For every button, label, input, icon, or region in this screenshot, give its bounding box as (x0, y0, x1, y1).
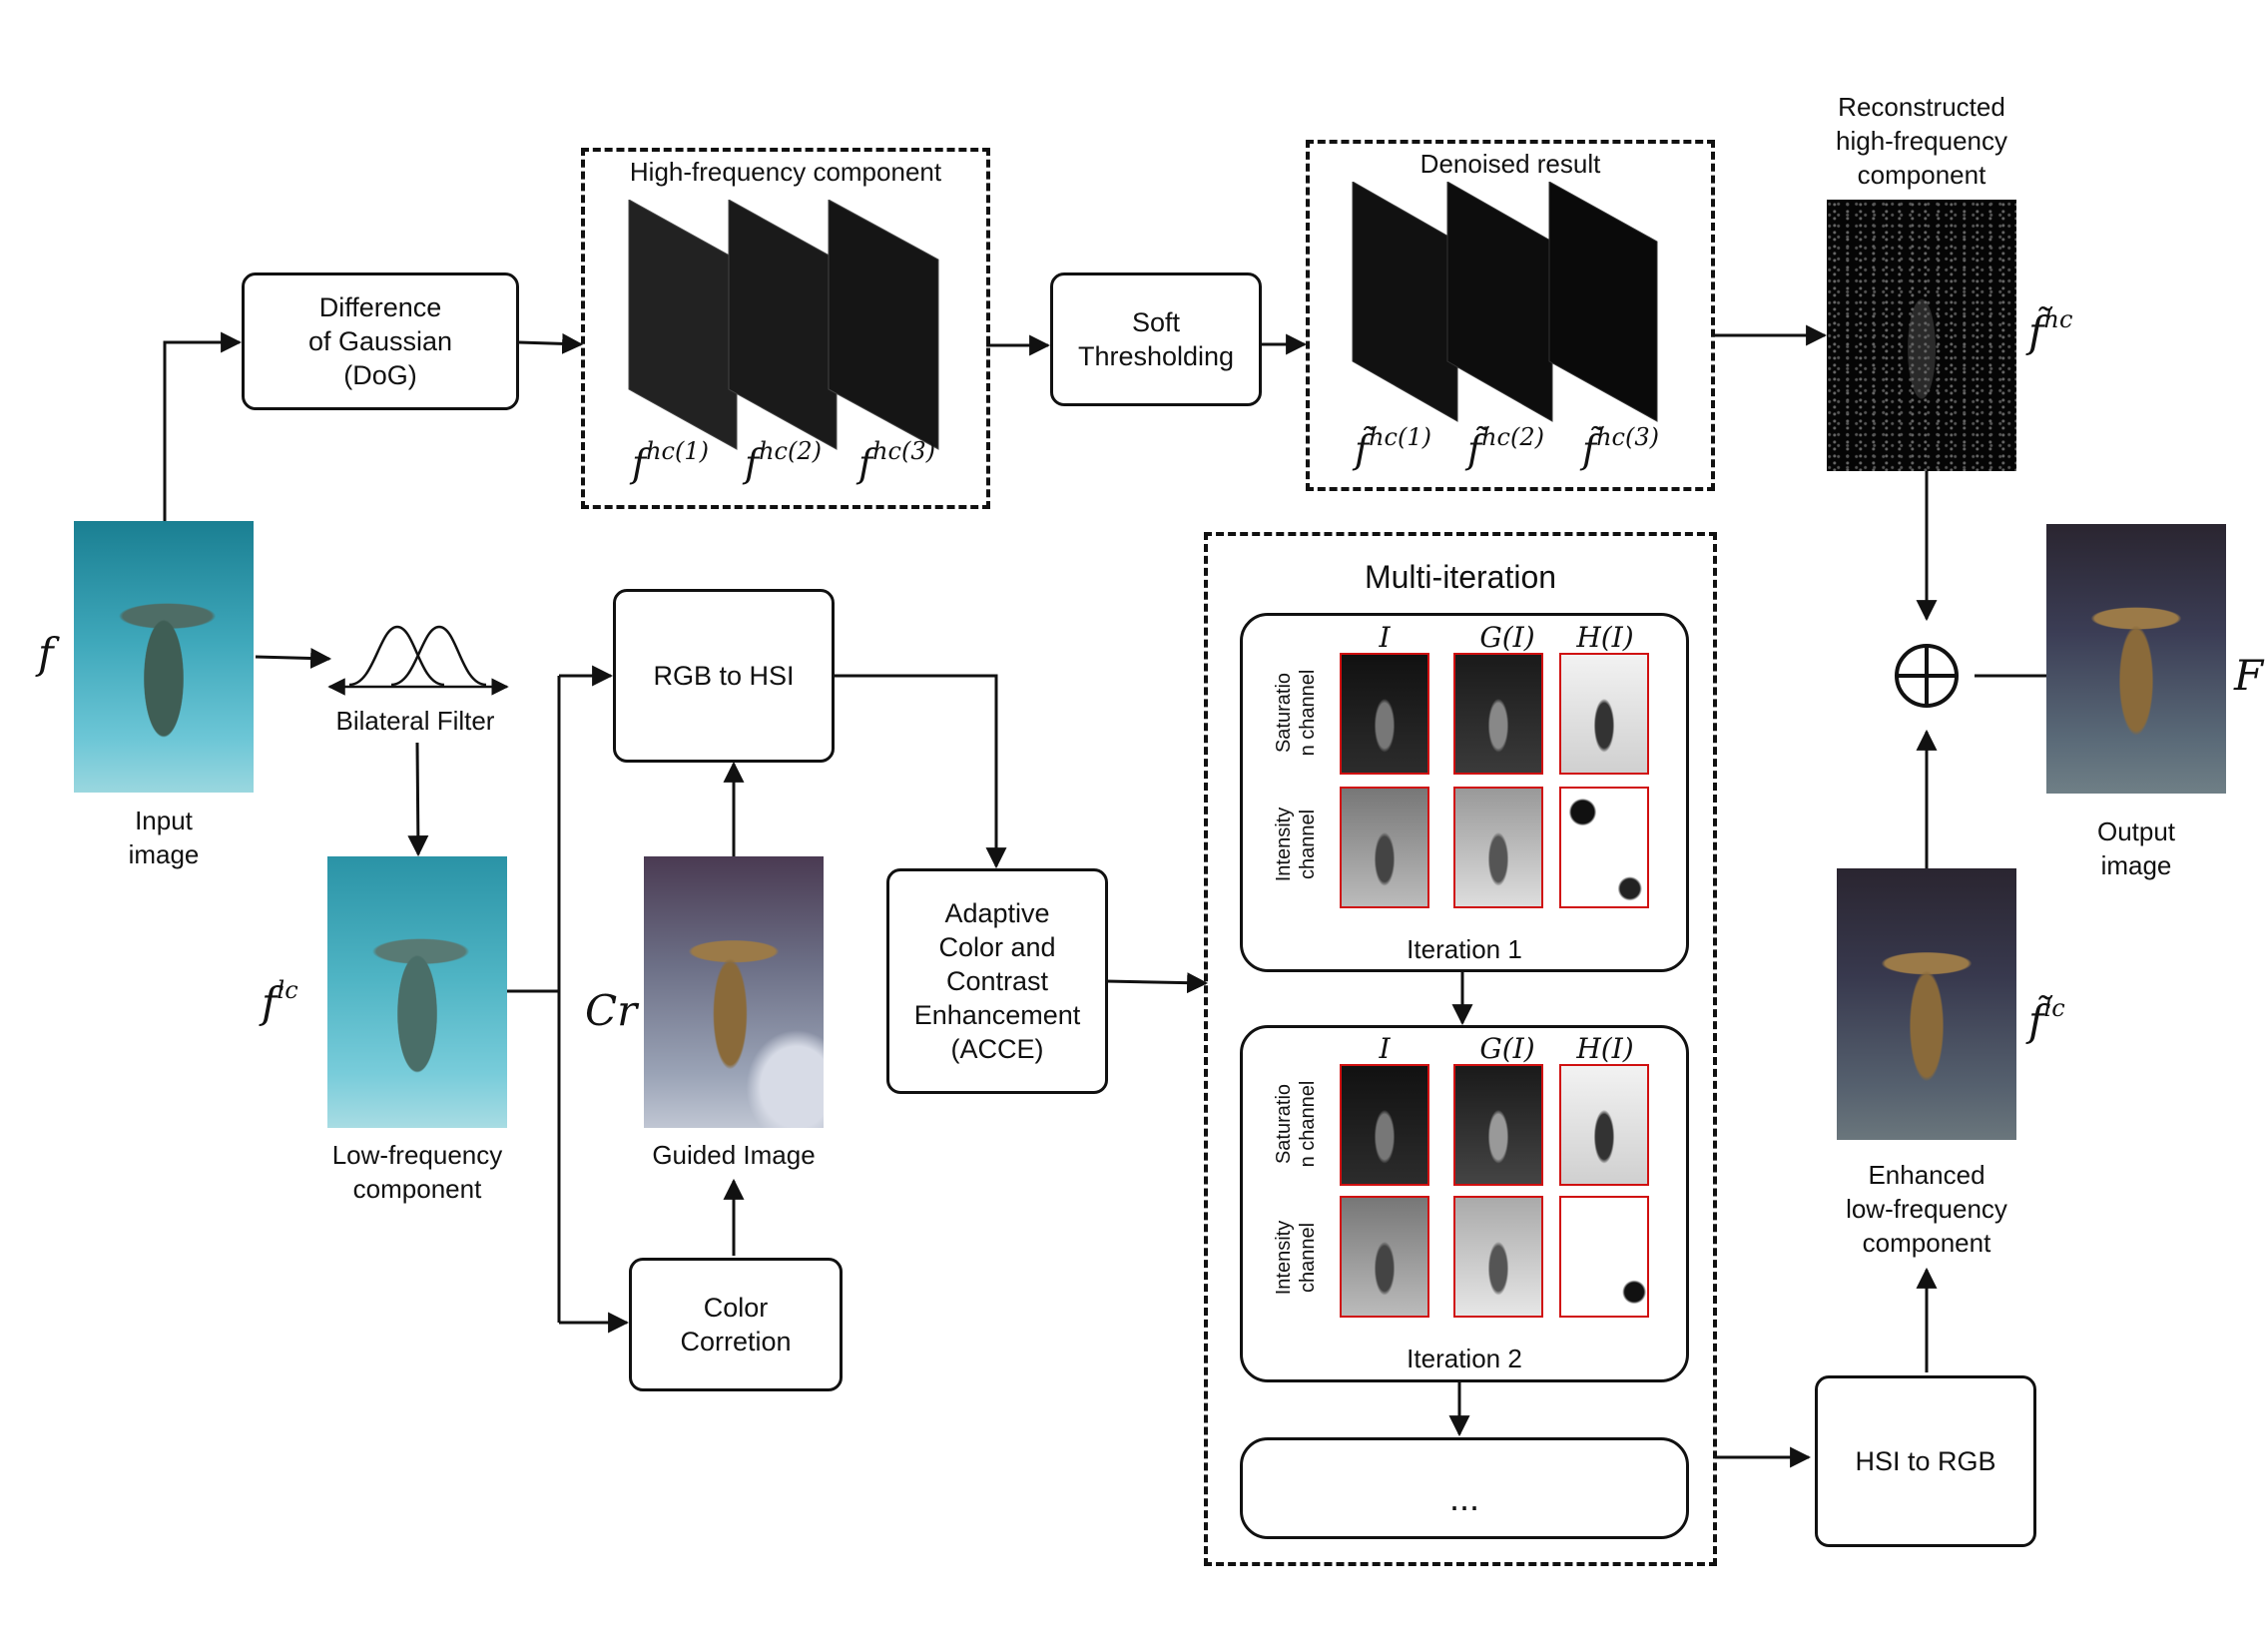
math-tfhc: f̃hc (2028, 305, 2073, 356)
math-tfhc3: f̃hc(3) (1582, 423, 1659, 472)
math-f: f (38, 629, 54, 678)
further-iterations-ellipsis: ... (1448, 1477, 1479, 1518)
col-label-I-2: I (1379, 1032, 1391, 1065)
intensity-channel-label-2: Intensity channel (1273, 1220, 1319, 1296)
rgb-to-hsi-box: RGB to HSI (613, 589, 835, 763)
high-frequency-group (581, 148, 990, 509)
iter1-int-G (1453, 787, 1543, 908)
math-tflc: f̃lc (2028, 994, 2065, 1045)
input-image (74, 521, 254, 793)
bilateral-filter-label: Bilateral Filter (335, 706, 495, 736)
math-fhc2: fhc(2) (745, 437, 822, 486)
enhanced-lowfreq-image (1837, 868, 2016, 1140)
iter1-sat-I (1340, 653, 1429, 775)
iter1-sat-G (1453, 653, 1543, 775)
input-image-label: Input image (128, 806, 200, 869)
high-frequency-title: High-frequency component (629, 157, 942, 187)
reconstructed-highfreq-image (1827, 200, 2016, 471)
iter2-sat-G (1453, 1064, 1543, 1186)
soft-thresholding-box: Soft Thresholding (1050, 272, 1262, 406)
hsi-to-rgb-box: HSI to RGB (1815, 1375, 2036, 1547)
arrow-bilateral-to-lowfreq (407, 742, 429, 857)
col-label-G-1: G(I) (1479, 621, 1535, 654)
math-fhc3: fhc(3) (858, 437, 935, 486)
arrow-input-to-bilateral (255, 647, 332, 669)
low-frequency-image (327, 856, 507, 1128)
iteration-2-panel (1240, 1025, 1689, 1382)
iter1-sat-H (1559, 653, 1649, 775)
enhanced-label: Enhanced low-frequency component (1846, 1160, 2007, 1258)
guided-image (644, 856, 824, 1128)
math-tfhc1: f̃hc(1) (1355, 423, 1431, 472)
output-image (2046, 524, 2226, 794)
saturation-channel-label-2: Saturatio n channel (1273, 1080, 1319, 1168)
low-frequency-label: Low-frequency component (331, 1140, 503, 1204)
arrow-acce-to-multiiter (1105, 972, 1209, 994)
further-iterations-panel (1240, 1437, 1689, 1539)
acce-box: Adaptive Color and Contrast Enhancement … (886, 868, 1108, 1094)
iteration-2-label: Iteration 2 (1407, 1344, 1522, 1373)
math-flc: flc (262, 976, 298, 1027)
iteration-1-panel (1240, 613, 1689, 972)
math-fhc1: fhc(1) (632, 437, 709, 486)
iter1-int-I (1340, 787, 1429, 908)
saturation-channel-label-1: Saturatio n channel (1273, 669, 1319, 757)
col-label-H-1: H(I) (1576, 621, 1634, 654)
dog-box: Difference of Gaussian (DoG) (242, 272, 519, 410)
circle-plus-icon (1895, 644, 1959, 708)
arrow-input-to-dog (163, 331, 243, 521)
output-image-label: Output image (2096, 816, 2176, 880)
iter1-int-H (1559, 787, 1649, 908)
iter2-sat-H (1559, 1064, 1649, 1186)
arrow-dog-to-highfreq (518, 332, 584, 354)
math-Cr: Cr (585, 986, 638, 1035)
intensity-channel-label-1: Intensity channel (1273, 807, 1319, 882)
col-label-G-2: G(I) (1479, 1032, 1535, 1065)
math-tfhc2: f̃hc(2) (1467, 423, 1544, 472)
iter2-sat-I (1340, 1064, 1429, 1186)
multi-iteration-group (1204, 532, 1717, 1566)
iteration-1-label: Iteration 1 (1407, 934, 1522, 964)
denoised-stack (1352, 182, 1658, 422)
col-label-H-2: H(I) (1576, 1032, 1634, 1065)
iter2-int-H (1559, 1196, 1649, 1318)
iter2-int-I (1340, 1196, 1429, 1318)
iter2-int-G (1453, 1196, 1543, 1318)
denoised-group (1306, 140, 1715, 491)
bilateral-filter-icon (327, 625, 509, 696)
multi-iteration-title: Multi-iteration (1364, 559, 1557, 595)
high-frequency-stack (628, 200, 939, 450)
denoised-title: Denoised result (1419, 149, 1601, 179)
reconstructed-label: Reconstructed high-frequency component (1836, 92, 2007, 190)
color-correction-box: Color Corretion (629, 1258, 843, 1391)
math-F: F (2234, 651, 2264, 700)
guided-image-label: Guided Image (652, 1140, 816, 1170)
arrow-rgbhsi-to-acce (833, 674, 1007, 869)
col-label-I-1: I (1379, 621, 1391, 654)
